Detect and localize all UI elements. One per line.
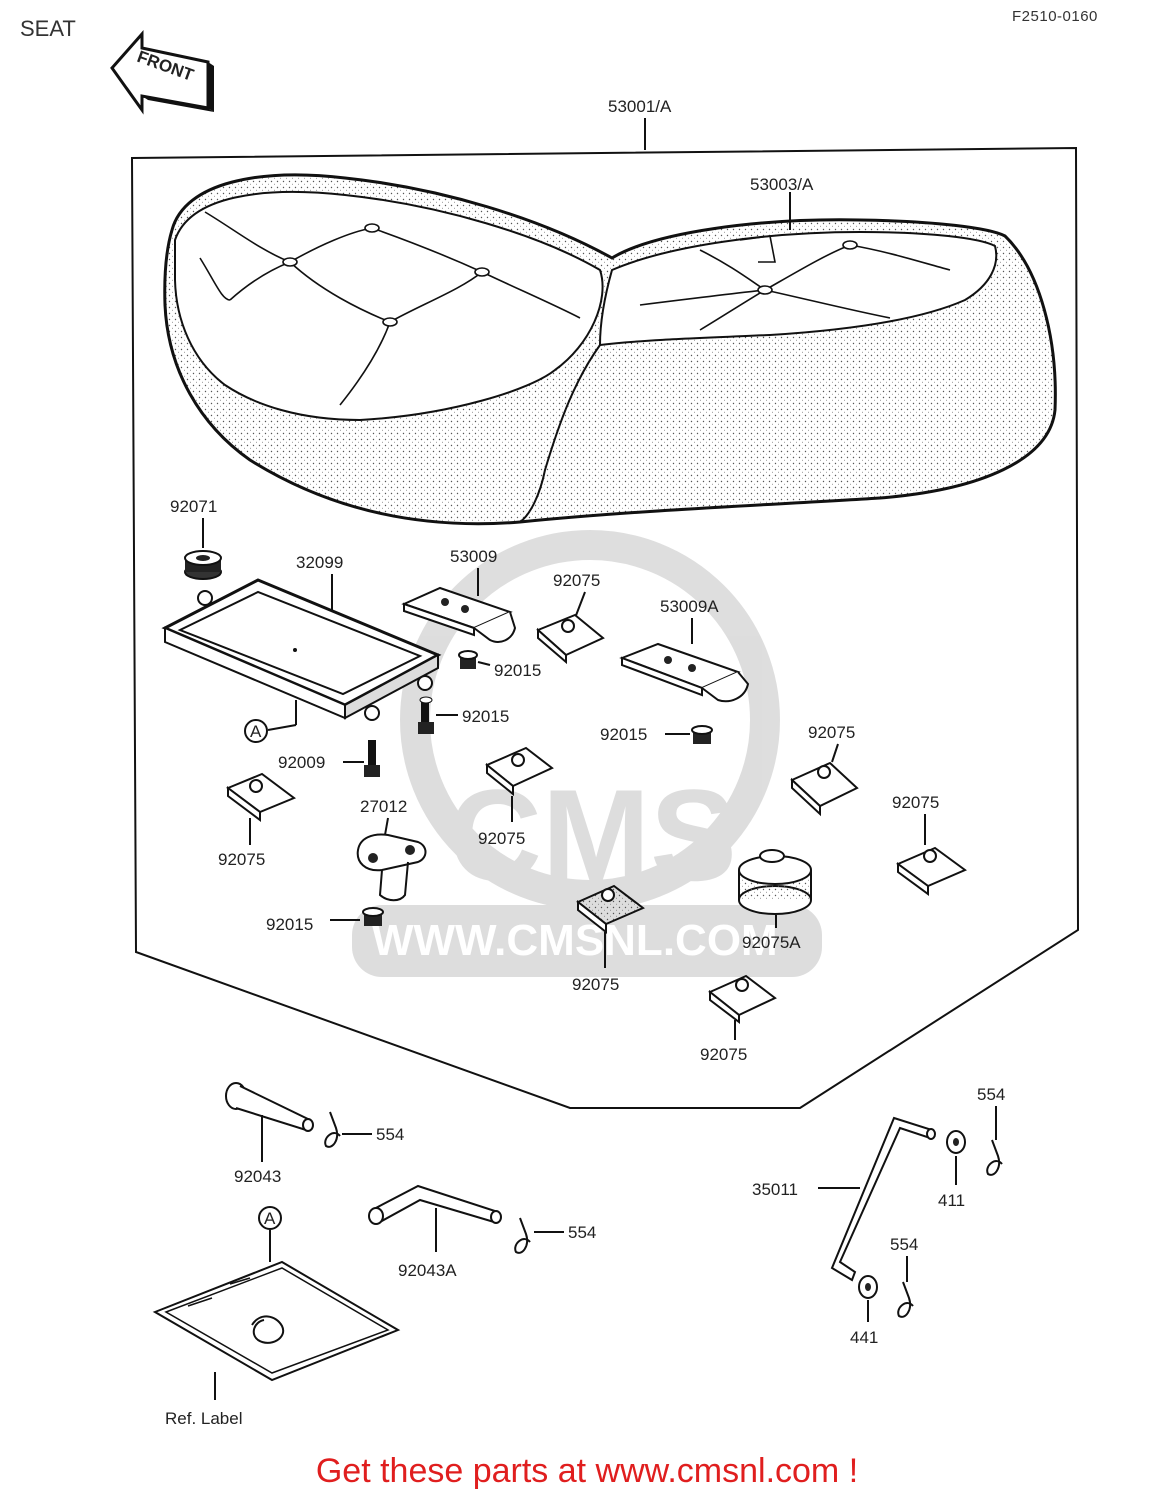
damper-92075-g: [708, 974, 777, 1025]
clip-554-d: [897, 1281, 914, 1318]
page-title: SEAT: [20, 16, 76, 41]
bracket-53009: [401, 586, 517, 643]
assembly-boundary: [130, 146, 1080, 1109]
callout-554-b: 554: [568, 1223, 596, 1242]
callout-92043a: 92043A: [398, 1261, 457, 1280]
ref-a-label: A: [264, 1209, 276, 1228]
callout-53001-a: 53001/A: [608, 97, 672, 116]
storage-tray-32099: [161, 578, 442, 721]
nut-92015-d: [362, 907, 384, 926]
damper-92075-b: [225, 772, 297, 822]
clip-554-a: [324, 1111, 341, 1148]
callout-53009: 53009: [450, 547, 497, 566]
callout-441: 441: [850, 1328, 878, 1347]
rubber-grommet-92071: [184, 550, 222, 580]
clip-554-c: [986, 1139, 1003, 1176]
callout-92075-b: 92075: [218, 850, 265, 869]
figure-code: F2510-0160: [1012, 8, 1098, 25]
washer-411: [946, 1130, 966, 1154]
nut-92015-a: [458, 650, 478, 669]
watermark-url: WWW.CMSNL.COM: [372, 916, 778, 965]
washer-441: [858, 1275, 878, 1299]
pin-92043: [225, 1082, 314, 1132]
rod-35011: [830, 1116, 936, 1282]
callout-92071: 92071: [170, 497, 217, 516]
nut-92015-c: [691, 725, 713, 744]
hook-plate-27012: [356, 833, 427, 902]
callout-92075-d: 92075: [808, 723, 855, 742]
watermark-logo: CMS: [448, 762, 737, 908]
seat-cushion: [163, 173, 1057, 526]
parts-diagram: CMS WWW.CMSNL.COM FRONT 53001/A: [110, 30, 1080, 1428]
ref-circle-a-bottom: [258, 1206, 282, 1230]
pin-92043a: [368, 1184, 502, 1225]
callout-35011: 35011: [752, 1180, 798, 1199]
callout-92009: 92009: [278, 753, 325, 772]
damper-92075-a: [536, 613, 605, 665]
callout-92015-a: 92015: [494, 661, 541, 680]
callout-92075-c: 92075: [478, 829, 525, 848]
damper-92075a: [738, 849, 812, 915]
callout-92075a: 92075A: [742, 933, 801, 952]
ref-a-tray: A: [250, 722, 262, 741]
callout-92015-d: 92015: [266, 915, 313, 934]
screw-92009: [364, 740, 380, 777]
callout-27012: 27012: [360, 797, 407, 816]
ref-circle-a: [244, 719, 268, 743]
callout-92075-f: 92075: [572, 975, 619, 994]
damper-92075-e: [896, 846, 967, 896]
callout-554-a: 554: [376, 1125, 404, 1144]
callout-53009a: 53009A: [660, 597, 719, 616]
bolt-92015-b: [418, 696, 434, 734]
callout-92075-g: 92075: [700, 1045, 747, 1064]
clip-554-b: [514, 1217, 531, 1254]
damper-92075-c: [485, 746, 554, 797]
callout-92075-a: 92075: [553, 571, 600, 590]
callout-92075-e: 92075: [892, 793, 939, 812]
watermark: CMS WWW.CMSNL.COM: [352, 530, 822, 977]
bracket-53009a: [619, 642, 750, 703]
callout-53003-a: 53003/A: [750, 175, 814, 194]
callout-92015-b: 92015: [462, 707, 509, 726]
callout-32099: 32099: [296, 553, 343, 572]
reference-label-sheet: [152, 1260, 401, 1382]
damper-92075-d: [790, 761, 859, 817]
ref-label-caption: Ref. Label: [165, 1409, 243, 1428]
front-arrow-icon: FRONT: [110, 30, 214, 115]
callout-554-d: 554: [890, 1235, 918, 1254]
callout-92043: 92043: [234, 1167, 281, 1186]
callout-554-c: 554: [977, 1085, 1005, 1104]
promo-footer[interactable]: Get these parts at www.cmsnl.com !: [315, 1452, 859, 1490]
callout-411: 411: [938, 1191, 965, 1210]
callout-92015-c: 92015: [600, 725, 647, 744]
